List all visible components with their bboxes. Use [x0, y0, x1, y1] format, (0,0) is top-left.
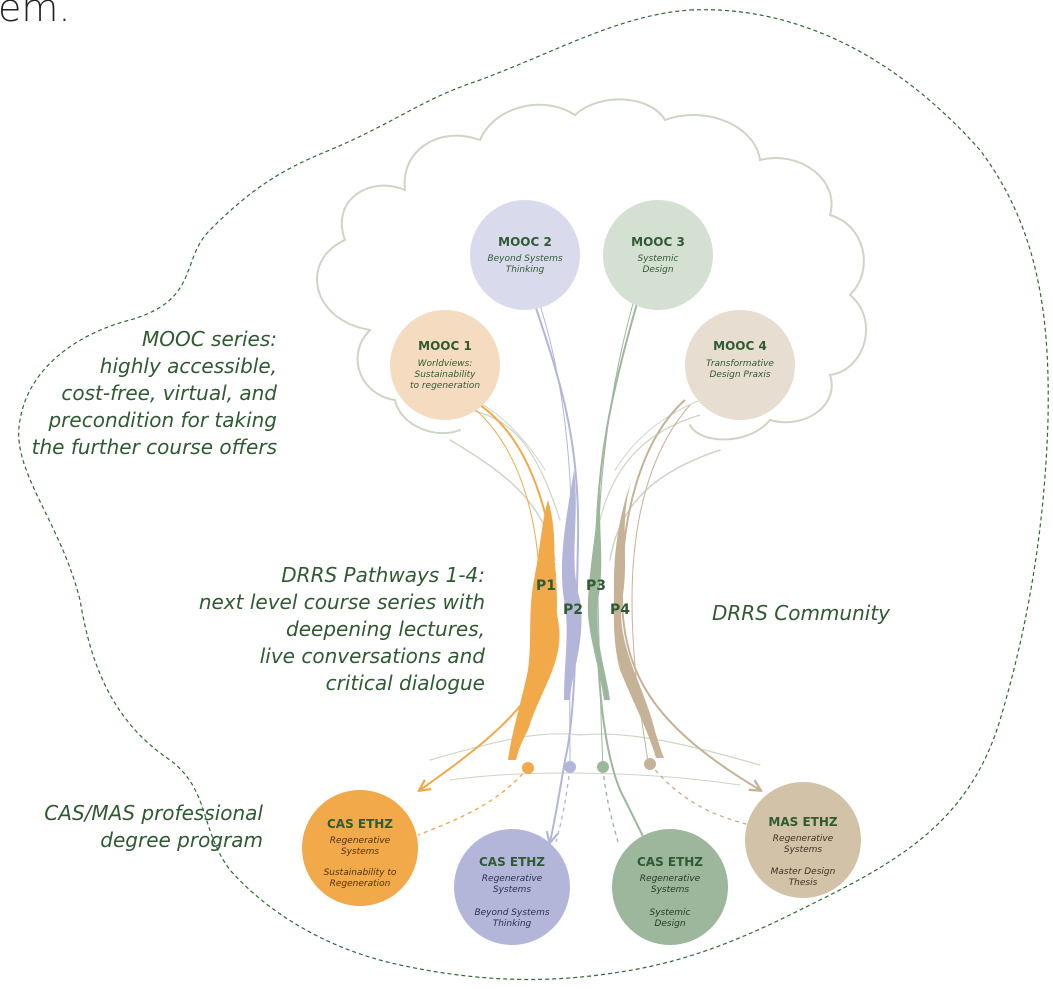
mas-4-line-2: Systems — [784, 845, 823, 855]
mooc-1-title: MOOC 1 — [418, 339, 472, 353]
mooc-2-line-2: Thinking — [506, 265, 545, 275]
mooc-2-line-1: Beyond Systems — [487, 254, 562, 264]
cas-3-line-2: Systems — [651, 885, 690, 895]
mooc-circle-3: MOOC 3 Systemic Design — [603, 200, 713, 310]
cas-2-line-1: Regenerative — [482, 874, 543, 884]
flow-p3-thin — [597, 299, 635, 768]
mooc-circle-2: MOOC 2 Beyond Systems Thinking — [470, 200, 580, 310]
community-boundary — [18, 9, 1049, 981]
mooc-series-annotation: MOOC series: highly accessible, cost-fre… — [32, 326, 277, 461]
pathway-label-p1: P1 — [536, 578, 556, 594]
cas-2-line-2: Systems — [493, 885, 532, 895]
mooc-3-title: MOOC 3 — [631, 235, 685, 249]
mooc-1-line-1: Worldviews: — [418, 359, 473, 369]
cas-3-sub-2: Design — [654, 919, 685, 929]
mas-4-sub-1: Master Design — [771, 867, 836, 877]
cas-2-title: CAS ETHZ — [479, 855, 545, 869]
trunk-p1 — [508, 500, 560, 760]
mooc-4-line-1: Transformative — [706, 359, 774, 369]
mooc-series-line: MOOC series: — [141, 327, 277, 351]
dotted-connectors — [417, 763, 751, 843]
mooc-3-line-1: Systemic — [637, 254, 678, 264]
mooc-3-line-2: Design — [642, 265, 673, 275]
cas-mas-line: degree program — [100, 828, 263, 852]
cas-1-title: CAS ETHZ — [327, 817, 393, 831]
pathways-annotation: DRRS Pathways 1-4: next level course ser… — [199, 562, 485, 697]
pathway-labels: P1 P2 P3 P4 — [536, 578, 630, 618]
pathways-line: DRRS Pathways 1-4: — [281, 563, 485, 587]
flow-p4-thin — [631, 404, 691, 763]
cas-1-line-1: Regenerative — [330, 836, 391, 846]
flow-p2-main — [534, 304, 580, 842]
tree-sketch — [316, 98, 867, 786]
mooc-series-line: the further course offers — [31, 435, 277, 459]
community-label: DRRS Community — [712, 601, 890, 625]
degree-circle-cas-2: CAS ETHZ Regenerative Systems Beyond Sys… — [454, 829, 570, 945]
pathways-line: deepening lectures, — [286, 617, 485, 641]
flow-p4-main — [620, 399, 760, 790]
heading-fragment: em. — [0, 0, 71, 30]
pathways-line: next level course series with — [198, 590, 485, 614]
mooc-2-title: MOOC 2 — [498, 235, 552, 249]
trunk-p3 — [587, 470, 610, 700]
mooc-circle-1: MOOC 1 Worldviews: Sustainability to reg… — [390, 310, 500, 420]
mooc-series-line: cost-free, virtual, and — [61, 381, 277, 405]
degree-circle-mas-4: MAS ETHZ Regenerative Systems Master Des… — [745, 782, 861, 898]
mooc-circles: MOOC 1 Worldviews: Sustainability to reg… — [390, 200, 795, 420]
cas-2-sub-1: Beyond Systems — [474, 908, 549, 918]
mas-4-line-1: Regenerative — [773, 834, 834, 844]
cas-mas-annotation: CAS/MAS professional degree program — [44, 800, 263, 854]
degree-circle-cas-1: CAS ETHZ Regenerative Systems Sustainabi… — [302, 790, 418, 906]
pathway-label-p4: P4 — [610, 602, 630, 618]
cas-3-sub-1: Systemic — [649, 908, 690, 918]
mas-4-title: MAS ETHZ — [768, 815, 837, 829]
cas-1-sub-2: Regeneration — [330, 879, 391, 889]
pathway-label-p3: P3 — [586, 578, 606, 594]
pathway-label-p2: P2 — [563, 602, 583, 618]
mooc-4-title: MOOC 4 — [713, 339, 767, 353]
mooc-4-line-2: Design Praxis — [709, 370, 770, 380]
pathway-flows — [420, 299, 760, 855]
mooc-circle-4: MOOC 4 Transformative Design Praxis — [685, 310, 795, 420]
flow-p1-thin — [475, 409, 541, 741]
flow-p1-main — [420, 404, 558, 790]
cas-3-line-1: Regenerative — [640, 874, 701, 884]
pathways-line: critical dialogue — [325, 671, 485, 695]
cas-1-sub-1: Sustainability to — [324, 868, 397, 878]
cas-3-title: CAS ETHZ — [637, 855, 703, 869]
degree-circles: CAS ETHZ Regenerative Systems Sustainabi… — [302, 782, 861, 945]
mas-4-sub-2: Thesis — [789, 878, 818, 888]
mooc-1-line-3: to regeneration — [410, 381, 480, 391]
connector-dots — [522, 758, 656, 774]
cas-1-line-2: Systems — [341, 847, 380, 857]
mooc-1-line-2: Sustainability — [415, 370, 477, 380]
mooc-series-line: highly accessible, — [99, 354, 277, 378]
pathways-line: live conversations and — [259, 644, 485, 668]
flow-p2-thin — [539, 304, 573, 768]
mooc-series-line: precondition for taking — [48, 408, 277, 432]
degree-circle-cas-3: CAS ETHZ Regenerative Systems Systemic D… — [612, 829, 728, 945]
cas-2-sub-2: Thinking — [493, 919, 532, 929]
cas-mas-line: CAS/MAS professional — [44, 801, 263, 825]
